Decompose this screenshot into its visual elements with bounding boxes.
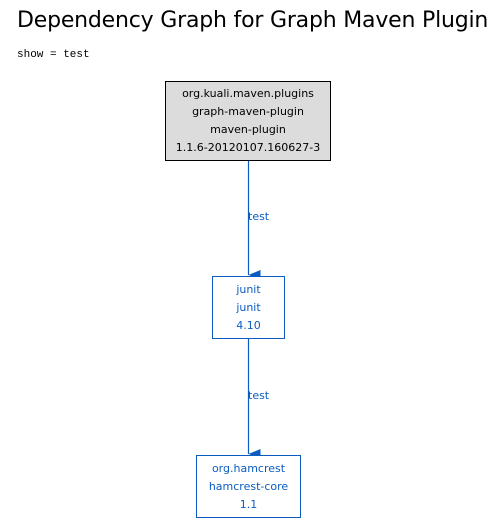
node-hamcrest-core: org.hamcrest hamcrest-core 1.1	[196, 455, 301, 518]
edge-label-root-junit: test	[248, 210, 270, 223]
node-artifactid: hamcrest-core	[208, 479, 289, 493]
node-junit: junit junit 4.10	[212, 276, 285, 339]
node-artifactid: junit	[236, 300, 261, 314]
node-groupid: junit	[236, 282, 261, 296]
edge-label-junit-hamcrest: test	[248, 389, 270, 402]
node-groupid: org.hamcrest	[211, 461, 286, 475]
node-artifactid: graph-maven-plugin	[192, 105, 304, 118]
node-graph-maven-plugin: org.kuali.maven.plugins graph-maven-plug…	[165, 81, 331, 161]
show-parameter-text: show = test	[17, 49, 90, 61]
page-title: Dependency Graph for Graph Maven Plugin	[17, 8, 489, 33]
node-version: 1.1.6-20120107.160627-3	[175, 141, 321, 154]
node-version: 1.1	[239, 497, 258, 511]
node-groupid: org.kuali.maven.plugins	[182, 87, 314, 100]
node-packaging: maven-plugin	[210, 123, 286, 136]
node-version: 4.10	[236, 318, 261, 332]
